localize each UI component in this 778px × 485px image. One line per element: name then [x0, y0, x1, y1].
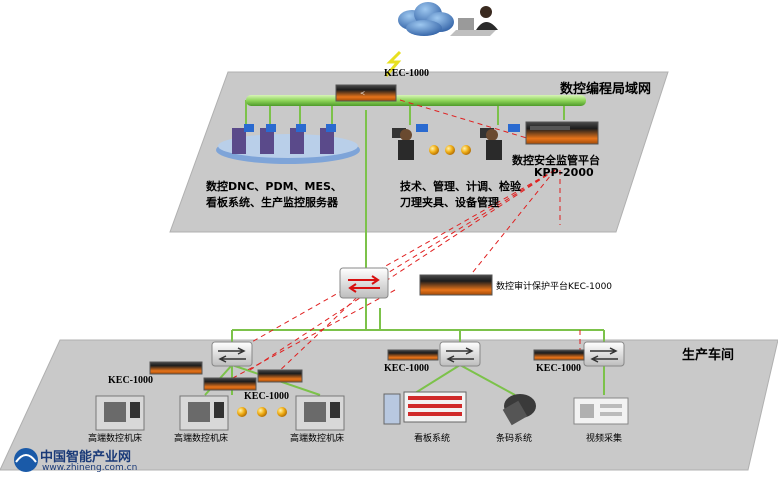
machine3-label: 高端数控机床	[290, 434, 345, 444]
workshop-switch-right	[583, 341, 625, 367]
kec-device-center	[387, 349, 439, 361]
staff-caption-line2: 刀理夹具、设备管理	[400, 196, 499, 209]
barcode-scanner	[502, 394, 536, 426]
hacker-icon	[450, 6, 498, 36]
lan-zone-title: 数控编程局域网	[560, 82, 652, 97]
platform-label-line1: 数控安全监管平台	[512, 154, 600, 167]
core-switch	[339, 267, 389, 299]
watermark-url: www.zhineng.com.cn	[42, 463, 138, 473]
kec-label-left: KEC-1000	[108, 375, 153, 386]
security-platform-device	[525, 121, 599, 145]
servers-caption-line1: 数控DNC、PDM、MES、	[206, 180, 342, 193]
platform-label-line2: KPP-2000	[534, 166, 594, 179]
machine1-label: 高端数控机床	[88, 434, 143, 444]
video-capture	[573, 397, 629, 425]
video-label: 视频采集	[586, 434, 623, 444]
kec-device-left	[149, 361, 203, 375]
kec-label-right: KEC-1000	[536, 363, 581, 374]
kanban-label: 看板系统	[414, 434, 451, 444]
lan-zone	[169, 71, 669, 233]
audit-device	[419, 274, 493, 296]
lan-backbone	[246, 95, 586, 106]
kanban-board	[383, 391, 467, 425]
cnc-machine-1	[95, 395, 145, 431]
watermark-logo-icon	[14, 448, 38, 472]
monitoring-links	[219, 99, 581, 386]
gateway-label: KEC-1000	[384, 68, 429, 79]
workshop-switch-left	[211, 341, 253, 367]
workshop-zone-title: 生产车间	[682, 348, 735, 363]
gateway-device: ≺	[335, 84, 397, 102]
workshop-switch-center	[439, 341, 481, 367]
kec-label-mid: KEC-1000	[244, 391, 289, 402]
svg-text:≺: ≺	[360, 90, 365, 97]
internet-cloud-icon	[398, 2, 454, 36]
kec-label-center: KEC-1000	[384, 363, 429, 374]
watermark-title: 中国智能产业网	[40, 450, 132, 465]
servers-caption-line2: 看板系统、生产监控服务器	[206, 196, 338, 209]
cnc-machine-2	[179, 395, 229, 431]
barcode-label: 条码系统	[496, 434, 533, 444]
staff-caption-line1: 技术、管理、计调、检验	[400, 180, 521, 193]
kec-device-mid2	[257, 369, 303, 383]
staff-workstations	[392, 124, 520, 160]
kec-device-right	[533, 349, 585, 361]
audit-label: 数控审计保护平台KEC-1000	[496, 282, 613, 292]
machine2-label: 高端数控机床	[174, 434, 229, 444]
cnc-machine-3	[295, 395, 345, 431]
server-cluster	[216, 124, 360, 164]
kec-device-mid1	[203, 377, 257, 391]
lightning-link-icon	[384, 50, 402, 77]
